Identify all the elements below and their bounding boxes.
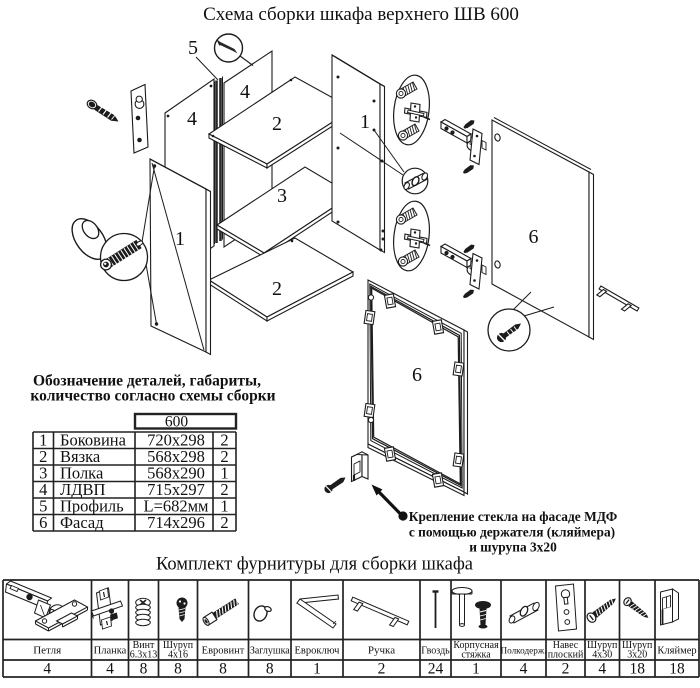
svg-text:3: 3 (277, 185, 287, 207)
svg-text:4: 4 (187, 108, 197, 130)
svg-text:Гвоздь: Гвоздь (421, 646, 450, 657)
svg-text:Крепление стекла на фасаде МДФ: Крепление стекла на фасаде МДФ (409, 509, 618, 524)
svg-text:18: 18 (669, 661, 685, 678)
svg-text:715х297: 715х297 (147, 480, 205, 499)
svg-text:Евровинт: Евровинт (202, 646, 245, 657)
svg-text:2: 2 (39, 447, 47, 466)
svg-text:L=682мм: L=682мм (143, 497, 209, 516)
svg-text:ЛДВП: ЛДВП (60, 480, 105, 499)
svg-text:6: 6 (412, 364, 422, 386)
svg-text:2: 2 (220, 431, 228, 450)
svg-text:600: 600 (165, 414, 189, 431)
svg-text:Кляймер: Кляймер (657, 646, 696, 657)
svg-text:568х298: 568х298 (147, 447, 205, 466)
svg-text:714х296: 714х296 (147, 513, 205, 532)
svg-text:8: 8 (140, 661, 148, 678)
svg-text:2: 2 (272, 278, 282, 300)
svg-text:5: 5 (188, 37, 198, 59)
svg-text:Заглушка: Заглушка (250, 646, 290, 657)
svg-text:4: 4 (43, 661, 51, 678)
svg-text:с помощью держателя (кляймера): с помощью держателя (кляймера) (409, 525, 615, 540)
svg-text:1: 1 (360, 111, 370, 133)
svg-text:2: 2 (272, 113, 282, 135)
svg-text:Полкодерж.: Полкодерж. (500, 646, 546, 656)
svg-text:24: 24 (428, 661, 444, 678)
svg-text:Винт: Винт (133, 640, 155, 651)
svg-text:4х30: 4х30 (592, 650, 612, 661)
svg-text:2: 2 (220, 447, 228, 466)
svg-text:8: 8 (219, 661, 227, 678)
svg-text:Навес: Навес (553, 640, 579, 651)
svg-text:количество согласно схемы сбор: количество согласно схемы сборки (30, 388, 275, 405)
svg-text:Ручка: Ручка (368, 645, 395, 657)
svg-text:4: 4 (520, 661, 528, 678)
svg-text:6.3х13: 6.3х13 (130, 650, 158, 661)
svg-text:2: 2 (220, 480, 228, 499)
svg-text:Боковина: Боковина (60, 431, 127, 450)
svg-text:2: 2 (562, 661, 570, 678)
svg-text:Евроключ: Евроключ (295, 646, 341, 657)
svg-text:Фасад: Фасад (60, 513, 104, 532)
svg-text:6: 6 (39, 513, 47, 532)
svg-text:6: 6 (529, 226, 539, 248)
svg-text:4: 4 (598, 661, 606, 678)
svg-text:4: 4 (39, 480, 47, 499)
svg-text:18: 18 (629, 661, 645, 678)
svg-text:Полка: Полка (60, 464, 104, 483)
svg-text:4: 4 (240, 81, 250, 103)
svg-text:2: 2 (220, 513, 228, 532)
svg-text:Комплект фурнитуры для сборки: Комплект фурнитуры для сборки шкафа (156, 555, 473, 575)
svg-text:Вязка: Вязка (60, 447, 101, 466)
svg-text:1: 1 (313, 661, 321, 678)
svg-text:Планка: Планка (94, 646, 127, 657)
svg-text:1: 1 (220, 497, 228, 516)
svg-text:1: 1 (175, 228, 185, 250)
svg-text:568х290: 568х290 (147, 464, 205, 483)
svg-text:1: 1 (220, 464, 228, 483)
svg-text:Шуруп: Шуруп (163, 640, 194, 651)
svg-text:4х16: 4х16 (168, 650, 188, 661)
svg-text:Петля: Петля (33, 645, 61, 657)
svg-text:плоский: плоский (548, 650, 584, 661)
svg-text:4: 4 (106, 661, 114, 678)
svg-text:стяжка: стяжка (461, 650, 491, 661)
svg-text:Шуруп: Шуруп (587, 640, 618, 651)
svg-text:8: 8 (266, 661, 274, 678)
svg-text:3х20: 3х20 (627, 650, 647, 661)
svg-text:1: 1 (472, 661, 480, 678)
svg-text:5: 5 (39, 497, 47, 516)
svg-text:Корпусная: Корпусная (453, 640, 499, 651)
svg-text:Схема сборки шкафа верхнего ШВ: Схема сборки шкафа верхнего ШВ 600 (203, 4, 519, 25)
svg-text:720х298: 720х298 (147, 431, 205, 450)
svg-text:Шуруп: Шуруп (622, 640, 653, 651)
svg-text:Обозначение деталей, габариты,: Обозначение деталей, габариты, (33, 373, 261, 390)
svg-text:1: 1 (39, 431, 47, 450)
svg-text:3: 3 (39, 464, 47, 483)
svg-text:2: 2 (378, 661, 386, 678)
svg-text:Профиль: Профиль (60, 497, 124, 516)
svg-text:и шурупа 3х20: и шурупа 3х20 (469, 540, 557, 555)
svg-text:8: 8 (174, 661, 182, 678)
